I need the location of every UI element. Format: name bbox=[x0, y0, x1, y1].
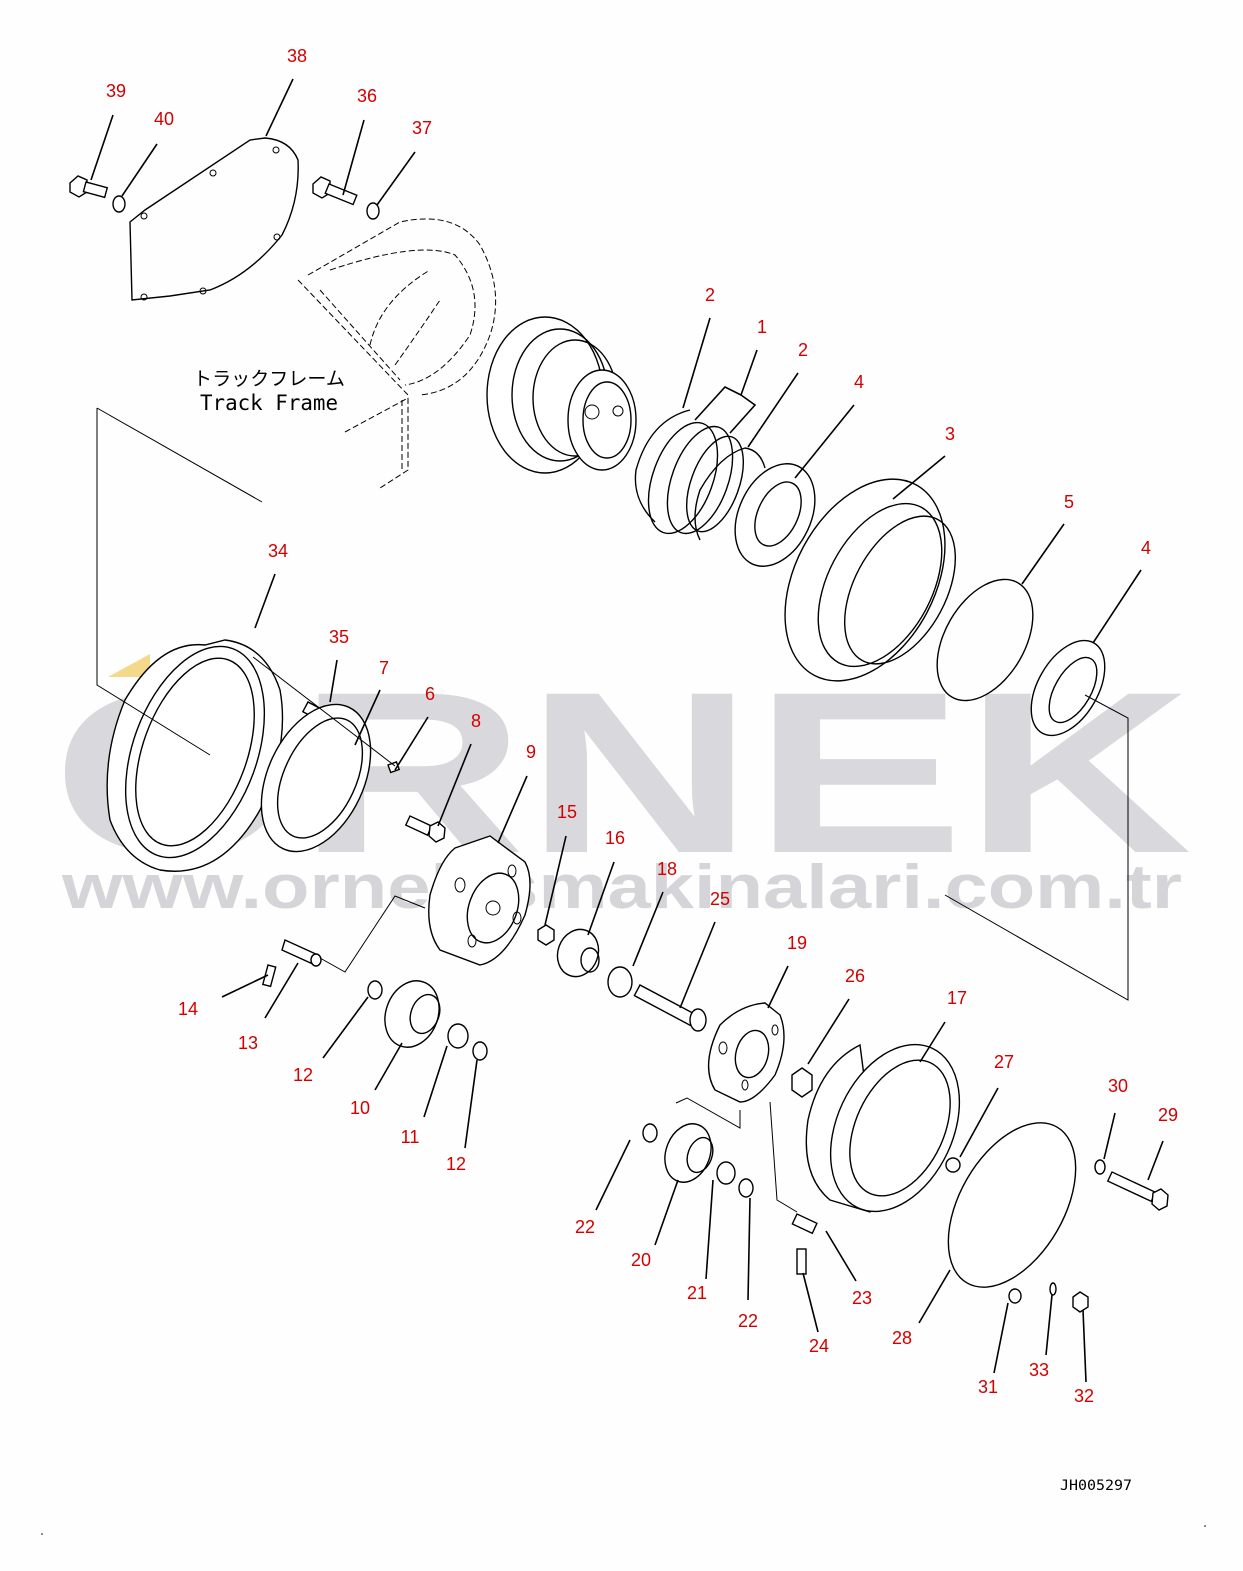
part-28-cover bbox=[947, 1122, 1077, 1288]
part-32-plug bbox=[1072, 1291, 1089, 1313]
watermark-url: www.ornekismakinalari.com.tr bbox=[61, 853, 1182, 922]
callout-6[interactable]: 6 bbox=[425, 684, 435, 704]
callout-14[interactable]: 14 bbox=[178, 999, 198, 1019]
part-33-o-ring bbox=[1049, 1282, 1057, 1296]
part-16-sun-gear bbox=[556, 928, 600, 978]
callout-35[interactable]: 35 bbox=[329, 627, 349, 647]
callout-7[interactable]: 7 bbox=[379, 658, 389, 678]
callout-2a[interactable]: 2 bbox=[705, 285, 715, 305]
callout-8[interactable]: 8 bbox=[471, 711, 481, 731]
part-38-cover bbox=[129, 137, 299, 301]
part-40-washer bbox=[112, 195, 126, 213]
leader-lines bbox=[90, 78, 1164, 1383]
callout-1[interactable]: 1 bbox=[757, 317, 767, 337]
part-11-needle-bearing bbox=[447, 1023, 469, 1049]
callout-20[interactable]: 20 bbox=[631, 1250, 651, 1270]
callout-34[interactable]: 34 bbox=[268, 541, 288, 561]
callout-32[interactable]: 32 bbox=[1074, 1386, 1094, 1406]
part-3-hub bbox=[784, 478, 957, 682]
callout-22b[interactable]: 22 bbox=[738, 1311, 758, 1331]
callout-26[interactable]: 26 bbox=[845, 966, 865, 986]
part-23-shaft bbox=[791, 1213, 818, 1235]
part-22-thrust-washer-b bbox=[738, 1178, 754, 1198]
track-frame-label-en: Track Frame bbox=[200, 391, 338, 415]
part-39-bolt bbox=[69, 175, 109, 199]
callout-11[interactable]: 11 bbox=[401, 1127, 420, 1147]
part-17-ring-gear bbox=[805, 1043, 961, 1213]
callout-2b[interactable]: 2 bbox=[798, 340, 808, 360]
callout-9[interactable]: 9 bbox=[526, 742, 536, 762]
part-20-planet-gear bbox=[664, 1123, 714, 1183]
part-19-carrier bbox=[707, 1002, 785, 1103]
callout-22a[interactable]: 22 bbox=[575, 1217, 595, 1237]
callout-25[interactable]: 25 bbox=[710, 889, 730, 909]
track-frame-outline bbox=[297, 218, 497, 489]
part-30-washer bbox=[1094, 1159, 1106, 1175]
part-14-pin bbox=[261, 964, 277, 988]
callout-15[interactable]: 15 bbox=[557, 802, 577, 822]
corner-mark-left bbox=[41, 1533, 43, 1535]
callout-40[interactable]: 40 bbox=[154, 109, 174, 129]
part-2-snap-ring-b bbox=[694, 447, 766, 541]
callout-29[interactable]: 29 bbox=[1158, 1105, 1178, 1125]
assembly-reference-lines bbox=[96, 407, 1129, 1213]
part-29-bolt bbox=[1106, 1171, 1169, 1211]
part-26-nut bbox=[791, 1067, 813, 1098]
callout-38[interactable]: 38 bbox=[287, 46, 307, 66]
callout-13[interactable]: 13 bbox=[238, 1033, 258, 1053]
part-25-shaft bbox=[633, 984, 707, 1032]
callout-28[interactable]: 28 bbox=[892, 1328, 912, 1348]
track-frame-label-jp: トラックフレーム bbox=[193, 368, 345, 390]
callout-3[interactable]: 3 bbox=[945, 424, 955, 444]
corner-mark-right bbox=[1204, 1525, 1206, 1527]
part-1-floating-seal bbox=[647, 421, 745, 535]
part-36-bolt bbox=[312, 176, 358, 206]
callout-17[interactable]: 17 bbox=[947, 988, 967, 1008]
part-12-thrust-washer-b bbox=[472, 1041, 488, 1061]
callout-27[interactable]: 27 bbox=[994, 1052, 1014, 1072]
part-22-thrust-washer-a bbox=[642, 1123, 658, 1143]
part-8-bolt bbox=[404, 815, 446, 843]
part-9-carrier bbox=[428, 835, 531, 966]
callout-31[interactable]: 31 bbox=[978, 1377, 998, 1397]
callout-36[interactable]: 36 bbox=[357, 86, 377, 106]
part-31-plug bbox=[1008, 1288, 1022, 1304]
part-5-o-ring bbox=[936, 578, 1034, 702]
part-4-bearing-a bbox=[734, 463, 816, 567]
callout-39[interactable]: 39 bbox=[106, 81, 126, 101]
part-4-bearing-b bbox=[1030, 639, 1106, 737]
callout-18[interactable]: 18 bbox=[657, 859, 677, 879]
drawing-code: JH005297 bbox=[1060, 1478, 1132, 1494]
part-34-sprocket bbox=[106, 639, 284, 872]
callout-16[interactable]: 16 bbox=[605, 828, 625, 848]
part-13-shaft bbox=[281, 939, 322, 967]
callout-33[interactable]: 33 bbox=[1029, 1360, 1049, 1380]
part-18-snap-ring bbox=[607, 966, 633, 998]
callout-10[interactable]: 10 bbox=[350, 1098, 370, 1118]
callout-21[interactable]: 21 bbox=[687, 1283, 707, 1303]
part-10-planet-gear bbox=[384, 980, 441, 1048]
watermark-accent-triangle bbox=[108, 654, 150, 677]
part-2-snap-ring-a bbox=[634, 409, 691, 523]
part-15-nut bbox=[537, 924, 555, 946]
callout-4a[interactable]: 4 bbox=[854, 372, 864, 392]
part-7-ring bbox=[260, 703, 372, 853]
callout-30[interactable]: 30 bbox=[1108, 1076, 1128, 1096]
part-21-needle-bearing bbox=[716, 1161, 736, 1185]
part-24-pin bbox=[796, 1248, 807, 1275]
callout-19[interactable]: 19 bbox=[787, 933, 807, 953]
callout-12b[interactable]: 12 bbox=[446, 1154, 466, 1174]
callout-23[interactable]: 23 bbox=[852, 1288, 872, 1308]
callout-37[interactable]: 37 bbox=[412, 118, 432, 138]
callouts: 39 40 38 36 37 2 1 2 4 3 5 4 34 35 7 6 8… bbox=[106, 46, 1178, 1406]
part-12-thrust-washer-a bbox=[367, 980, 383, 1000]
callout-24[interactable]: 24 bbox=[809, 1336, 829, 1356]
callout-5[interactable]: 5 bbox=[1064, 492, 1074, 512]
callout-4b[interactable]: 4 bbox=[1141, 538, 1151, 558]
final-drive-motor bbox=[486, 316, 637, 474]
part-37-washer bbox=[366, 202, 380, 220]
part-27-ball bbox=[945, 1157, 961, 1173]
callout-12a[interactable]: 12 bbox=[293, 1065, 313, 1085]
